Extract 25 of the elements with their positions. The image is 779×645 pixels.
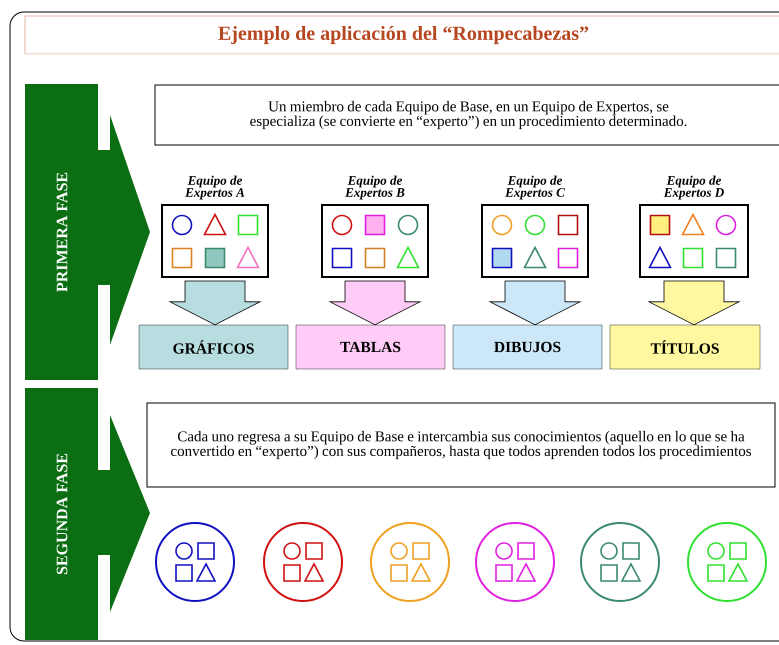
text-box: Cada uno regresa a su Equipo de Base e intercambia sus conocimientos (aquello en lo que se ha convertido en “experto”) con sus compañeros, hasta que todos aprenden todos los procedimientos (146, 402, 776, 488)
node-label: Equipo de Expertos B (345, 176, 404, 200)
team-box: Equipo de Expertos C (481, 176, 589, 278)
node-label: Equipo de Expertos A (185, 176, 244, 200)
team-circle (263, 522, 343, 602)
block-arrow (647, 280, 741, 326)
team-circle (370, 522, 450, 602)
node-label: Equipo de Expertos C (505, 176, 565, 200)
team-circle (687, 522, 767, 602)
team-box: Equipo de Expertos D (639, 176, 749, 278)
block-arrow (168, 280, 262, 326)
team-circle (580, 522, 660, 602)
block-arrow (328, 280, 422, 326)
block-arrow (488, 280, 582, 326)
team-box: Equipo de Expertos B (321, 176, 429, 278)
node-label: Equipo de Expertos D (664, 176, 724, 200)
team-circle (155, 522, 235, 602)
topic-box: TÍTULOS (610, 324, 760, 370)
topic-box: DIBUJOS (452, 324, 602, 370)
team-box: Equipo de Expertos A (161, 176, 269, 278)
text-box: Un miembro de cada Equipo de Base, en un Equipo de Expertos, se especializa (se convierte en “experto”) en un procedimiento determinado. (154, 84, 779, 146)
team-circle (475, 522, 555, 602)
topic-box: GRÁFICOS (138, 324, 288, 370)
title-box: Ejemplo de aplicación del “Rompecabezas” (24, 16, 779, 54)
topic-box: TABLAS (296, 324, 446, 370)
